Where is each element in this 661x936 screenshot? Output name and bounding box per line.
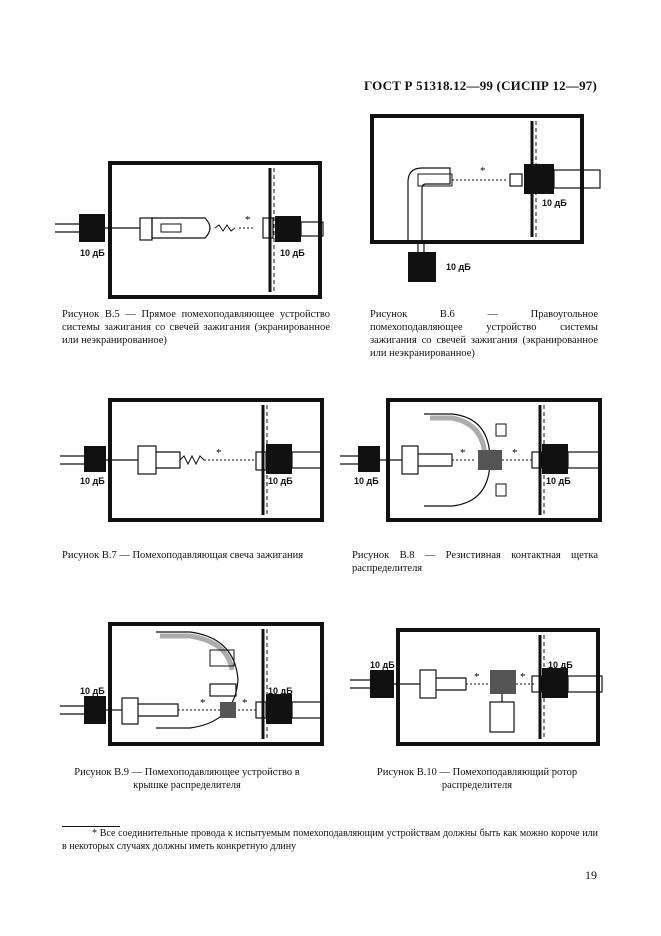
figure-b9: * * 10 дБ 10 дБ	[60, 620, 330, 750]
page-number: 19	[585, 868, 597, 882]
star-marker: *	[460, 447, 466, 459]
attenuator-label: 10 дБ	[80, 248, 105, 258]
attenuator-label: 10 дБ	[370, 660, 395, 670]
footnote-divider	[62, 826, 120, 827]
attenuator-label: 10 дБ	[268, 686, 293, 696]
footnote: * Все соединительные провода к испытуемы…	[62, 828, 598, 852]
figure-b6-caption: Рисунок В.6 — Правоугольное помехоподавл…	[370, 309, 598, 359]
attenuator-label: 10 дБ	[354, 476, 379, 486]
attenuator-label: 10 дБ	[80, 476, 105, 486]
attenuator-label: 10 дБ	[268, 476, 293, 486]
attenuator-label: 10 дБ	[542, 198, 567, 208]
figure-b8-caption: Рисунок В.8 — Резистивная контактная щет…	[352, 550, 598, 574]
figure-b10: * * 10 дБ 10 дБ	[350, 626, 605, 750]
attenuator-label: 10 дБ	[280, 248, 305, 258]
attenuator-label: 10 дБ	[446, 262, 471, 272]
star-marker: *	[200, 697, 206, 709]
figure-b5-caption: Рисунок В.5 — Прямое помехоподавляющее у…	[62, 309, 330, 346]
attenuator-label: 10 дБ	[80, 686, 105, 696]
star-marker: *	[520, 671, 526, 683]
attenuator-label: 10 дБ	[546, 476, 571, 486]
attenuator-label: 10 дБ	[548, 660, 573, 670]
star-marker: *	[474, 671, 480, 683]
star-marker: *	[245, 214, 251, 226]
figure-b10-caption: Рисунок В.10 — Помехоподавляющий ротор р…	[376, 767, 578, 791]
figure-b7: * 10 дБ 10 дБ	[60, 396, 330, 526]
figure-b6: * 10 дБ 10 дБ	[360, 112, 605, 292]
star-marker: *	[512, 447, 518, 459]
document-header: ГОСТ Р 51318.12—99 (СИСПР 12—97)	[364, 78, 597, 93]
figure-b9-caption: Рисунок В.9 — Помехоподавляющее устройст…	[74, 767, 300, 791]
figure-b8: * * 10 дБ 10 дБ	[340, 396, 605, 526]
figure-b7-caption: Рисунок В.7 — Помехоподавляющая свеча за…	[62, 550, 304, 561]
star-marker: *	[242, 697, 248, 709]
figure-b5: * 10 дБ 10 дБ	[55, 160, 325, 300]
star-marker: *	[480, 165, 486, 177]
star-marker: *	[216, 447, 222, 459]
